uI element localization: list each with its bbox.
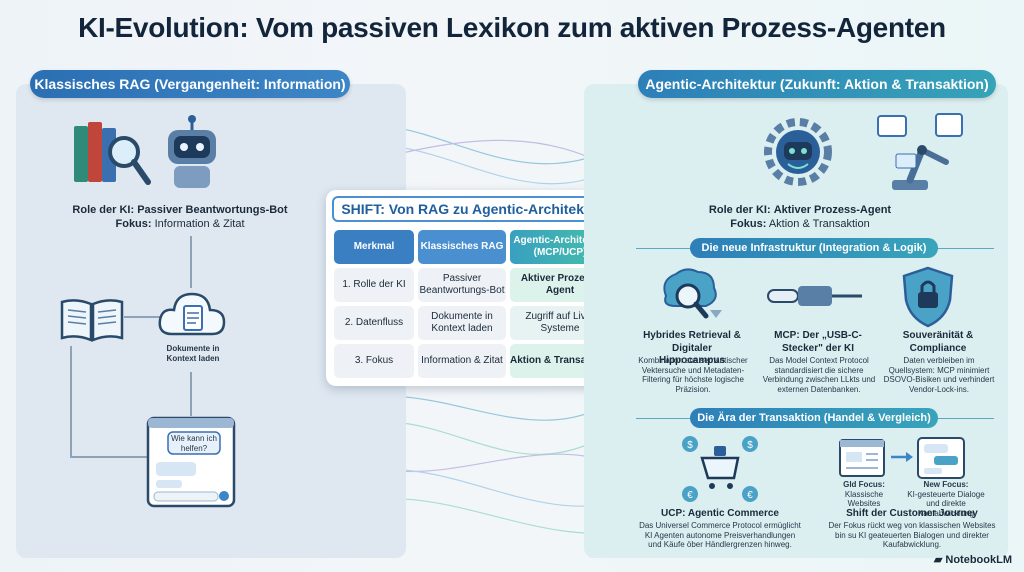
svg-text:$: $ [747, 440, 753, 451]
agentic-header: Agentic-Architektur (Zukunft: Aktion & T… [638, 70, 996, 98]
svg-text:€: € [687, 490, 693, 501]
table-header-classic: Klassisches RAG [418, 230, 506, 264]
chat-bubble-text: Wie kann ich helfen? [171, 434, 217, 453]
ucp-desc: Das Universel Commerce Protocol ermüglic… [639, 521, 801, 550]
brain-search-icon [663, 268, 722, 319]
agent-gear-robot-icon [764, 118, 832, 186]
ai-dialog-icon [917, 437, 965, 479]
journey-title: Shift der Customer Journey [846, 508, 978, 519]
new-focus-text: New Focus: KI-gesteuerte Dialoge und dir… [900, 480, 992, 518]
connector-line [190, 372, 192, 416]
infra-item-2-desc: Das Model Context Protocol standardisier… [762, 356, 876, 394]
old-focus-text: Gld Focus: Klassische Websites [832, 480, 896, 509]
infra-section-header: Die neue Infrastruktur (Integration & Lo… [690, 238, 938, 258]
usb-c-plug-icon [767, 286, 862, 306]
infra-item-2-title: MCP: Der „USB-C-Stecker" der KI [774, 330, 862, 354]
infra-item-1-desc: Kombination aus semantischer Vektersuche… [638, 356, 748, 394]
classic-role-text: Role der KI: Passiver Beantwortungs-Bot … [60, 204, 300, 232]
classic-focus-value: Information & Zitat [154, 217, 245, 230]
connector-line [124, 316, 162, 318]
brand-name: NotebookLM [945, 554, 1012, 566]
connector-line [70, 456, 150, 458]
shopping-cart-currency-icon: $ $ € € [682, 436, 758, 502]
svg-text:€: € [747, 490, 753, 501]
books-search-icon [74, 122, 151, 185]
agentic-role-text: Role der KI: Aktiver Prozess-Agent Fokus… [700, 204, 900, 232]
arrow-right-icon [891, 452, 913, 462]
svg-text:$: $ [687, 440, 693, 451]
connector-line [190, 236, 192, 288]
transaction-section-header: Die Ära der Transaktion (Handel & Vergle… [690, 408, 938, 428]
shift-title: SHIFT: Von RAG zu Agentic-Architektur [332, 196, 612, 222]
cloud-document-icon [158, 292, 226, 336]
shift-comparison-table: SHIFT: Von RAG zu Agentic-Architektur Me… [326, 190, 618, 386]
table-row-3-classic: Information & Zitat [418, 344, 506, 378]
old-focus-label: Gld Focus: [843, 480, 885, 489]
infra-item-3-desc: Daten verbleiben im Quellsystem: MCP min… [883, 356, 995, 394]
infra-item-1-title: Hybrides Retrieval & Digitaler Hippocamp… [643, 330, 741, 366]
table-row-1-classic: Passiver Beantwortungs-Bot [418, 268, 506, 302]
cloud-label: Dokumente in Kontext laden [166, 344, 220, 363]
classic-focus-label: Fokus: [115, 217, 152, 230]
notebooklm-brand: ▰ NotebookLM [934, 553, 1012, 566]
open-book-icon [60, 299, 124, 342]
classic-role-value: Passiver Beantwortungs-Bot [137, 204, 288, 216]
agentic-role-value: Aktiver Prozess-Agent [773, 204, 892, 216]
brand-logo-icon: ▰ [933, 554, 946, 566]
classic-role-label: Role der KI: [72, 204, 135, 216]
ucp-title: UCP: Agentic Commerce [661, 508, 779, 519]
agentic-focus-value: Aktion & Transaktion [768, 217, 870, 230]
shield-lock-icon [902, 266, 954, 328]
table-row-1-feature: 1. Rolle der KI [334, 268, 414, 302]
connector-line [70, 346, 72, 456]
robotic-arm-icon [877, 113, 963, 190]
new-focus-label: New Focus: [923, 480, 969, 489]
agentic-role-label: Role der KI: [708, 204, 771, 216]
table-row-3-feature: 3. Fokus [334, 344, 414, 378]
old-website-icon [839, 439, 885, 477]
table-row-2-classic: Dokumente in Kontext laden [418, 306, 506, 340]
agentic-focus-label: Fokus: [730, 217, 767, 230]
infra-item-3-title: Souveränität & Compliance [902, 330, 974, 354]
chat-window-icon [146, 416, 236, 508]
table-header-feature: Merkmal [334, 230, 414, 264]
robot-icon [168, 115, 216, 188]
classic-rag-header: Klassisches RAG (Vergangenheit: Informat… [30, 70, 350, 98]
journey-desc: Der Fokus rückt weg von klassischen Webs… [828, 521, 996, 550]
new-focus-value: KI-gesteuerte Dialoge und direkte Kaufab… [907, 489, 985, 518]
old-focus-value: Klassische Websites [844, 489, 884, 509]
table-row-2-feature: 2. Datenfluss [334, 306, 414, 340]
page-title: KI-Evolution: Vom passiven Lexikon zum a… [78, 12, 946, 43]
